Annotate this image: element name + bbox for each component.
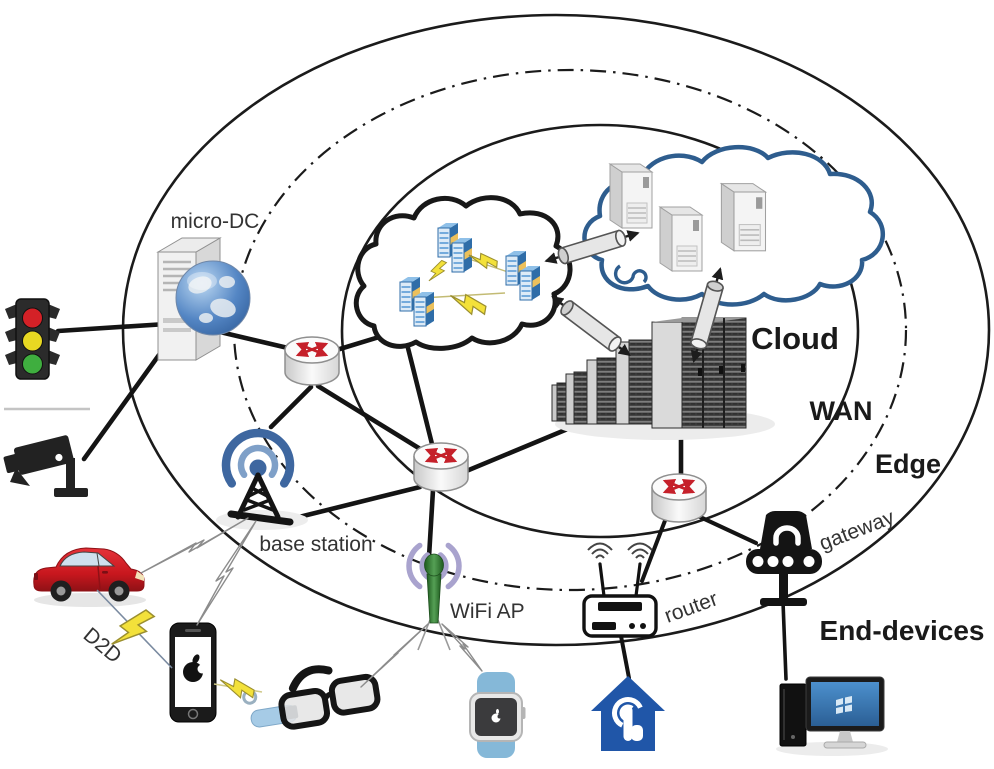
label-zone-edge: Edge xyxy=(875,449,941,479)
label-zone-end-devices: End-devices xyxy=(820,615,985,646)
label-router: router xyxy=(661,587,720,627)
apple-logo-icon xyxy=(183,654,207,682)
cloud-server-tower xyxy=(720,182,767,252)
label-zone-cloud: Cloud xyxy=(751,321,839,356)
cloud-server-tower xyxy=(609,163,653,229)
zone-ring-cloud xyxy=(340,123,860,539)
server-rack-icon xyxy=(551,317,775,440)
labels: micro-DC base station WiFi AP router gat… xyxy=(79,210,985,668)
wireless-zigzag-links xyxy=(140,517,483,688)
zone-ring-wan xyxy=(232,68,908,592)
label-wifi-ap: WiFi AP xyxy=(450,600,525,623)
windows-logo-icon xyxy=(836,696,852,714)
cloud-datacenter-icon xyxy=(582,145,886,307)
smart-home-icon xyxy=(591,676,665,751)
label-micro-dc: micro-DC xyxy=(171,210,260,233)
smartwatch-icon xyxy=(469,672,526,758)
globe-icon xyxy=(175,260,251,336)
cloud-curl xyxy=(613,264,648,285)
gateway-icon xyxy=(746,511,822,606)
wifi-router-icon xyxy=(582,542,658,638)
desktop-pc-icon xyxy=(776,676,888,756)
surveillance-camera-icon xyxy=(3,407,90,497)
router-icon xyxy=(414,443,468,491)
router-icon xyxy=(652,474,706,522)
label-gateway: gateway xyxy=(816,506,898,556)
d2d-links xyxy=(96,589,263,701)
edge-cloud-icon xyxy=(353,195,573,351)
label-base-station: base station xyxy=(259,533,372,556)
router-icon xyxy=(285,337,339,385)
label-d2d: D2D xyxy=(79,623,126,668)
apple-logo-icon xyxy=(491,709,502,723)
cloud-server-tower xyxy=(659,206,703,272)
label-zone-wan: WAN xyxy=(810,396,873,426)
wifi-ap-icon xyxy=(406,542,462,651)
zone-ring-edge xyxy=(121,13,991,647)
base-station-icon xyxy=(216,428,308,530)
smart-glasses-icon xyxy=(242,665,381,730)
smartphone-icon xyxy=(169,622,217,723)
traffic-light-icon xyxy=(5,298,60,380)
micro-dc-icon xyxy=(156,237,251,361)
car-icon xyxy=(33,547,146,607)
